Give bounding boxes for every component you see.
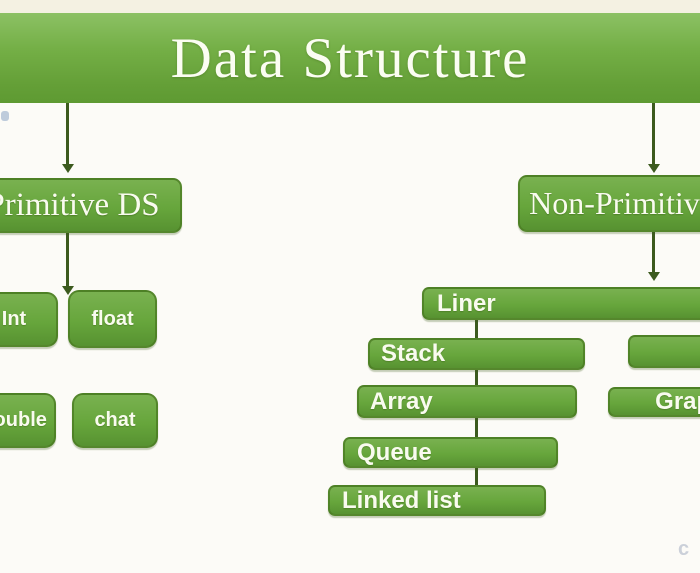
unlabeled-box [628,335,700,368]
liner-box: Liner [422,287,700,320]
primitive-ds-box: Primitive DS [0,178,182,233]
arrow-down-icon [62,164,74,173]
array-label: Array [370,387,433,415]
arrow-down-icon [648,164,660,173]
connector-banner-to-nonprimitive [652,103,655,166]
float-box: float [68,290,157,348]
top-strip [0,0,700,13]
connector-liner-to-stack [475,320,478,338]
page-title: Data Structure [170,26,530,90]
queue-box: Queue [343,437,558,468]
stack-label: Stack [381,340,446,367]
double-box: Double [0,393,56,448]
connector-stack-to-array [475,370,478,385]
int-label: Int [1,308,27,330]
connector-nonprimitive-to-liner [652,232,655,274]
non-primitive-ds-box: Non-Primitive DS [518,175,700,232]
connector-banner-to-primitive [66,103,69,166]
linked-list-label: Linked list [342,486,461,514]
title-banner: Data Structure [0,13,700,103]
arrow-down-icon [62,286,74,295]
queue-label: Queue [357,438,432,466]
linked-list-box: Linked list [328,485,546,516]
array-box: Array [357,385,577,418]
chat-box: chat [72,393,158,448]
connector-array-to-queue [475,418,478,437]
double-label: Double [0,409,47,431]
connector-queue-to-linkedlist [475,468,478,485]
chat-label: chat [94,409,136,431]
liner-label: Liner [437,289,496,317]
graph-box: Graph [608,387,700,417]
connector-primitive-to-children [66,233,69,288]
int-box: Int [0,292,58,347]
smudge-artifact [1,111,9,121]
float-label: float [91,307,134,330]
arrow-down-icon [648,272,660,281]
non-primitive-ds-label: Non-Primitive DS [529,185,700,221]
graph-label: Graph [655,388,700,415]
watermark-fragment: c [678,538,690,560]
stack-box: Stack [368,338,585,370]
primitive-ds-label: Primitive DS [0,187,160,223]
